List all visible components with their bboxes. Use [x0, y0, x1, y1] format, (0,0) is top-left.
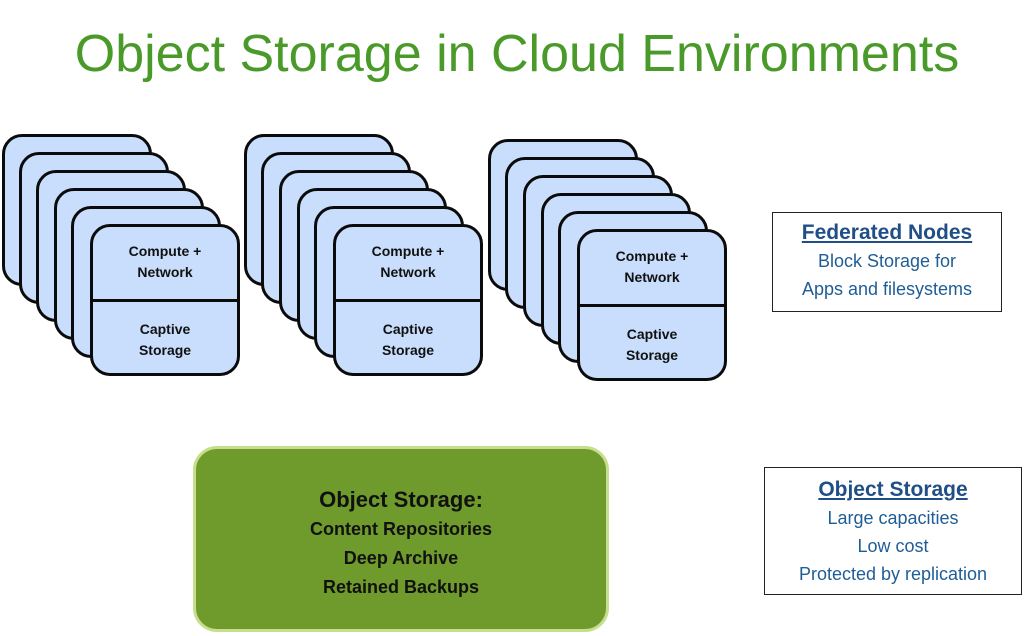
object-storage-info-heading: Object Storage [818, 478, 968, 501]
card-divider [580, 304, 724, 307]
federated-line-2: Apps and filesystems [801, 279, 973, 299]
object-storage-line-1: Content Repositories [309, 519, 492, 539]
compute-network-label: Compute + Network [615, 248, 689, 285]
page-title: Object Storage in Cloud Environments [74, 25, 960, 83]
object-storage-title: Object Storage: [319, 487, 483, 512]
node-card-front: Compute + Network Captive Storage [333, 224, 483, 376]
federated-nodes-box: Federated Nodes Block Storage for Apps a… [772, 212, 1002, 312]
card-divider [336, 299, 480, 302]
object-storage-line-2: Deep Archive [343, 548, 459, 568]
compute-network-label: Compute + Network [371, 243, 445, 280]
object-storage-info-line-3: Protected by replication [798, 564, 988, 584]
object-storage-info-box: Object Storage Large capacities Low cost… [764, 467, 1022, 595]
compute-network-label: Compute + Network [128, 243, 202, 280]
object-storage-line-3: Retained Backups [322, 577, 480, 597]
card-divider [93, 299, 237, 302]
federated-line-1: Block Storage for [817, 251, 957, 271]
captive-storage-label: Captive Storage [381, 321, 435, 358]
object-storage-info-line-1: Large capacities [827, 508, 959, 528]
node-card-front: Compute + Network Captive Storage [90, 224, 240, 376]
captive-storage-label: Captive Storage [138, 321, 192, 358]
federated-nodes-heading: Federated Nodes [801, 221, 973, 244]
object-storage-box: Object Storage: Content Repositories Dee… [193, 446, 609, 632]
object-storage-info-line-2: Low cost [857, 536, 929, 556]
node-card-front: Compute + Network Captive Storage [577, 229, 727, 381]
captive-storage-label: Captive Storage [625, 326, 679, 363]
